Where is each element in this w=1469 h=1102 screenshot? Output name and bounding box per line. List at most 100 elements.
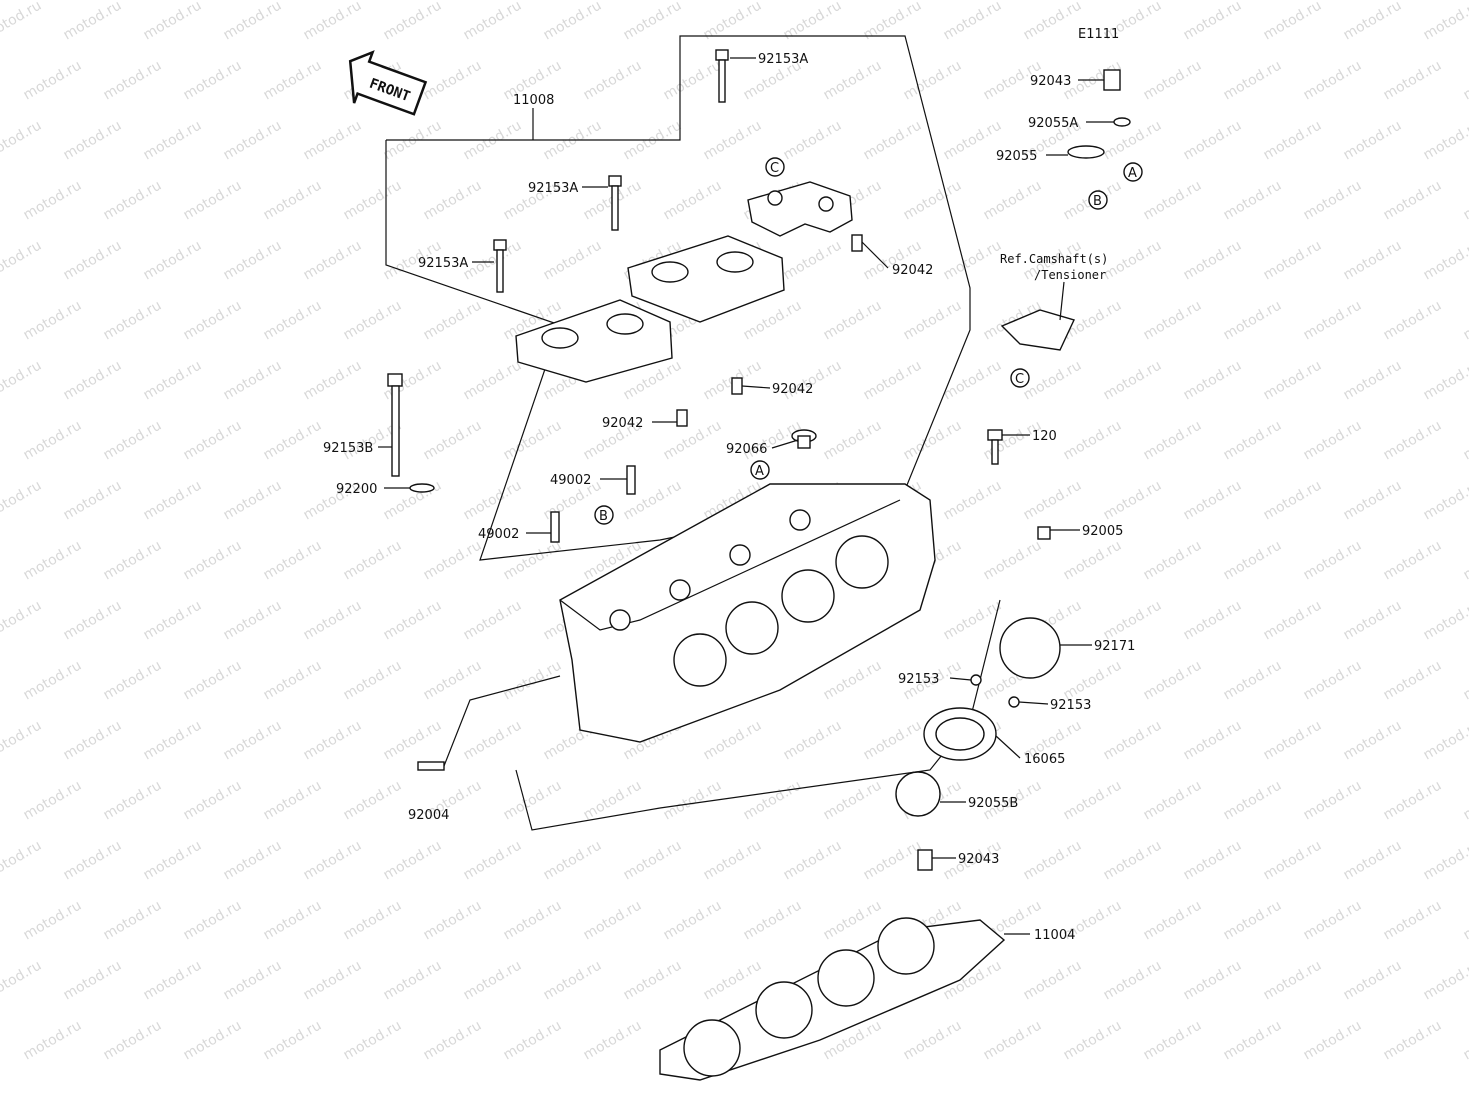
watermark-text: motod.ru	[1461, 177, 1469, 223]
watermark-text: motod.ru	[461, 477, 525, 523]
dowel-92043-lower	[917, 849, 933, 871]
watermark-text: motod.ru	[501, 1017, 565, 1063]
watermark-text: motod.ru	[341, 657, 405, 703]
watermark-text: motod.ru	[21, 417, 85, 463]
part-label-92042: 92042	[892, 263, 933, 278]
leader-lines	[378, 57, 1114, 935]
watermark-text: motod.ru	[21, 297, 85, 343]
watermark-text: motod.ru	[101, 57, 165, 103]
watermark-text: motod.ru	[1461, 897, 1469, 943]
part-label-92153: 92153	[898, 672, 939, 687]
watermark-text: motod.ru	[1101, 237, 1165, 283]
head-gasket-11004	[659, 917, 1006, 1081]
watermark-text: motod.ru	[21, 1017, 85, 1063]
watermark-text: motod.ru	[381, 477, 445, 523]
watermark-text: motod.ru	[901, 57, 965, 103]
cylinder-head	[559, 483, 936, 743]
watermark-text: motod.ru	[1181, 717, 1245, 763]
watermark-text: motod.ru	[941, 117, 1005, 163]
ref-note-line2: /Tensioner	[1034, 268, 1106, 282]
watermark-text: motod.ru	[1341, 357, 1405, 403]
watermark-text: motod.ru	[901, 417, 965, 463]
watermark-text: motod.ru	[741, 777, 805, 823]
watermark-text: motod.ru	[1261, 477, 1325, 523]
watermark-text: motod.ru	[1261, 717, 1325, 763]
watermark-text: motod.ru	[1021, 477, 1085, 523]
watermark-text: motod.ru	[901, 1017, 965, 1063]
watermark-text: motod.ru	[21, 57, 85, 103]
watermark-text: motod.ru	[1341, 717, 1405, 763]
part-label-11004: 11004	[1034, 928, 1075, 943]
part-label-92055a: 92055A	[1028, 116, 1078, 131]
watermark-text: motod.ru	[0, 477, 44, 523]
watermark-text: motod.ru	[781, 117, 845, 163]
watermark-text: motod.ru	[181, 297, 245, 343]
watermark-text: motod.ru	[941, 477, 1005, 523]
assembly-bracket-line	[515, 599, 1001, 831]
watermark-text: motod.ru	[461, 0, 525, 43]
part-label-92042: 92042	[602, 416, 643, 431]
watermark-text: motod.ru	[1301, 657, 1365, 703]
watermark-text: motod.ru	[181, 177, 245, 223]
part-label-92005: 92005	[1082, 524, 1123, 539]
watermark-text: motod.ru	[221, 237, 285, 283]
camshaft-holder-right	[627, 235, 785, 323]
watermark-text: motod.ru	[261, 1017, 325, 1063]
part-label-92043: 92043	[958, 852, 999, 867]
watermark-text: motod.ru	[1381, 1017, 1445, 1063]
part-label-92153a: 92153A	[528, 181, 578, 196]
watermark-text: motod.ru	[61, 237, 125, 283]
watermark-text: motod.ru	[421, 897, 485, 943]
part-label-92200: 92200	[336, 482, 377, 497]
watermark-text: motod.ru	[21, 777, 85, 823]
watermark-text: motod.ru	[1221, 417, 1285, 463]
callout-c-lower: C	[1010, 368, 1030, 388]
watermark-text: motod.ru	[1181, 957, 1245, 1003]
part-label-92055: 92055	[996, 149, 1037, 164]
watermark-text: motod.ru	[621, 0, 685, 43]
callout-a-upper: A	[1123, 162, 1143, 182]
watermark-text: motod.ru	[1381, 57, 1445, 103]
part-label-92153a: 92153A	[418, 256, 468, 271]
watermark-text: motod.ru	[421, 177, 485, 223]
watermark-text: motod.ru	[341, 297, 405, 343]
watermark-text: motod.ru	[541, 237, 605, 283]
bolt-92153a-top	[715, 49, 729, 103]
camshaft-cap-upper	[747, 181, 853, 237]
watermark-text: motod.ru	[1341, 837, 1405, 883]
watermark-text: motod.ru	[421, 537, 485, 583]
watermark-text: motod.ru	[221, 0, 285, 43]
watermark-text: motod.ru	[1221, 297, 1285, 343]
watermark-text: motod.ru	[0, 957, 44, 1003]
bolt-92153a-mid	[608, 175, 622, 231]
watermark-text: motod.ru	[821, 57, 885, 103]
washer-92200	[409, 483, 435, 493]
watermark-text: motod.ru	[61, 597, 125, 643]
watermark-text: motod.ru	[1301, 897, 1365, 943]
watermark-text: motod.ru	[1381, 417, 1445, 463]
screw-92153-left	[970, 674, 982, 686]
watermark-text: motod.ru	[381, 597, 445, 643]
watermark-text: motod.ru	[221, 117, 285, 163]
watermark-text: motod.ru	[1421, 237, 1469, 283]
watermark-text: motod.ru	[941, 237, 1005, 283]
watermark-text: motod.ru	[101, 777, 165, 823]
watermark-text: motod.ru	[341, 1017, 405, 1063]
watermark-text: motod.ru	[701, 717, 765, 763]
watermark-text: motod.ru	[101, 417, 165, 463]
plug-92066	[791, 429, 817, 449]
screw-92153-right	[1008, 696, 1020, 708]
watermark-text: motod.ru	[1061, 417, 1125, 463]
watermark-text: motod.ru	[1261, 357, 1325, 403]
watermark-text: motod.ru	[21, 897, 85, 943]
watermark-text: motod.ru	[1061, 777, 1125, 823]
watermark-text: motod.ru	[861, 837, 925, 883]
part-label-92171: 92171	[1094, 639, 1135, 654]
watermark-text: motod.ru	[1181, 237, 1245, 283]
watermark-text: motod.ru	[1261, 837, 1325, 883]
watermark-text: motod.ru	[1341, 117, 1405, 163]
watermark-text: motod.ru	[981, 177, 1045, 223]
clamp-92171	[999, 617, 1061, 679]
watermark-text: motod.ru	[181, 537, 245, 583]
watermark-text: motod.ru	[1341, 957, 1405, 1003]
